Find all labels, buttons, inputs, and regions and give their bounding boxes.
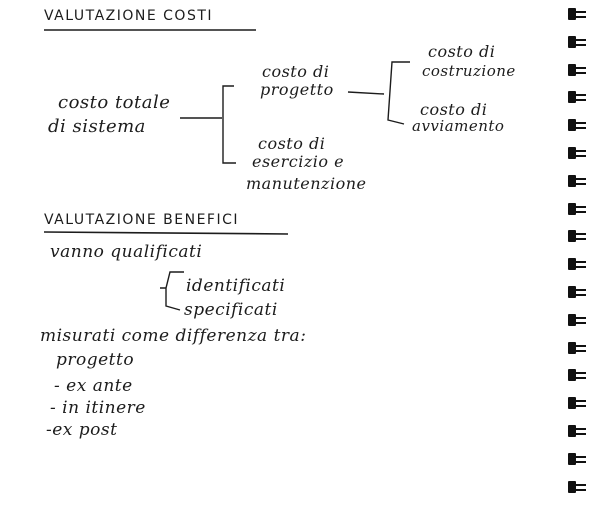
binding-ring [568,369,588,382]
costi-bracket-2 [387,61,410,125]
binding-ring [568,286,588,298]
binding-ring [568,258,588,271]
misurati-come-differenza: misurati come differenza tra: [40,326,307,346]
costi-bracket-1 [222,85,236,164]
costo-costruzione-line1: costo di [428,42,496,61]
binding-ring [568,313,588,326]
ex-post: -ex post [46,420,118,440]
binding-ring [568,8,588,20]
specificati: specificati [184,300,278,320]
costo-costruzione-line2: costruzione [422,62,516,80]
costo-totale-line2: di sistema [48,116,146,137]
spiral-binding [568,0,603,522]
binding-ring [568,425,588,437]
binding-ring [568,35,588,48]
binding-ring [568,147,588,159]
binding-ring [568,230,588,243]
costo-progetto-line2: progetto [260,80,334,99]
binding-ring [568,174,588,187]
binding-ring [568,202,588,215]
in-itinere: - in itinere [50,398,146,418]
benefici-heading-underline [43,231,289,235]
costo-esercizio-line2: esercizio e [252,152,345,171]
identificati: identificati [186,276,286,296]
binding-ring [568,91,588,104]
ex-ante: - ex ante [54,376,133,396]
binding-ring [568,452,588,465]
binding-ring [568,119,588,132]
costo-esercizio-line3: manutenzione [246,174,367,193]
costo-esercizio-line1: costo di [258,134,326,153]
costo-avviamento-line1: costo di [420,100,488,119]
binding-ring [568,397,588,410]
costo-progetto-line1: costo di [262,62,330,81]
costi-heading: VALUTAZIONE COSTI [44,8,214,24]
costo-totale-line1: costo totale [58,92,171,113]
costo-avviamento-line2: avviamento [412,117,505,135]
benefici-heading: VALUTAZIONE BENEFICI [44,212,240,228]
binding-ring [568,63,588,76]
benefici-bracket [160,271,184,311]
binding-ring [568,480,588,493]
vanno-qualificati: vanno qualificati [50,242,203,262]
progetto-label: progetto [56,350,135,370]
binding-ring [568,341,588,354]
